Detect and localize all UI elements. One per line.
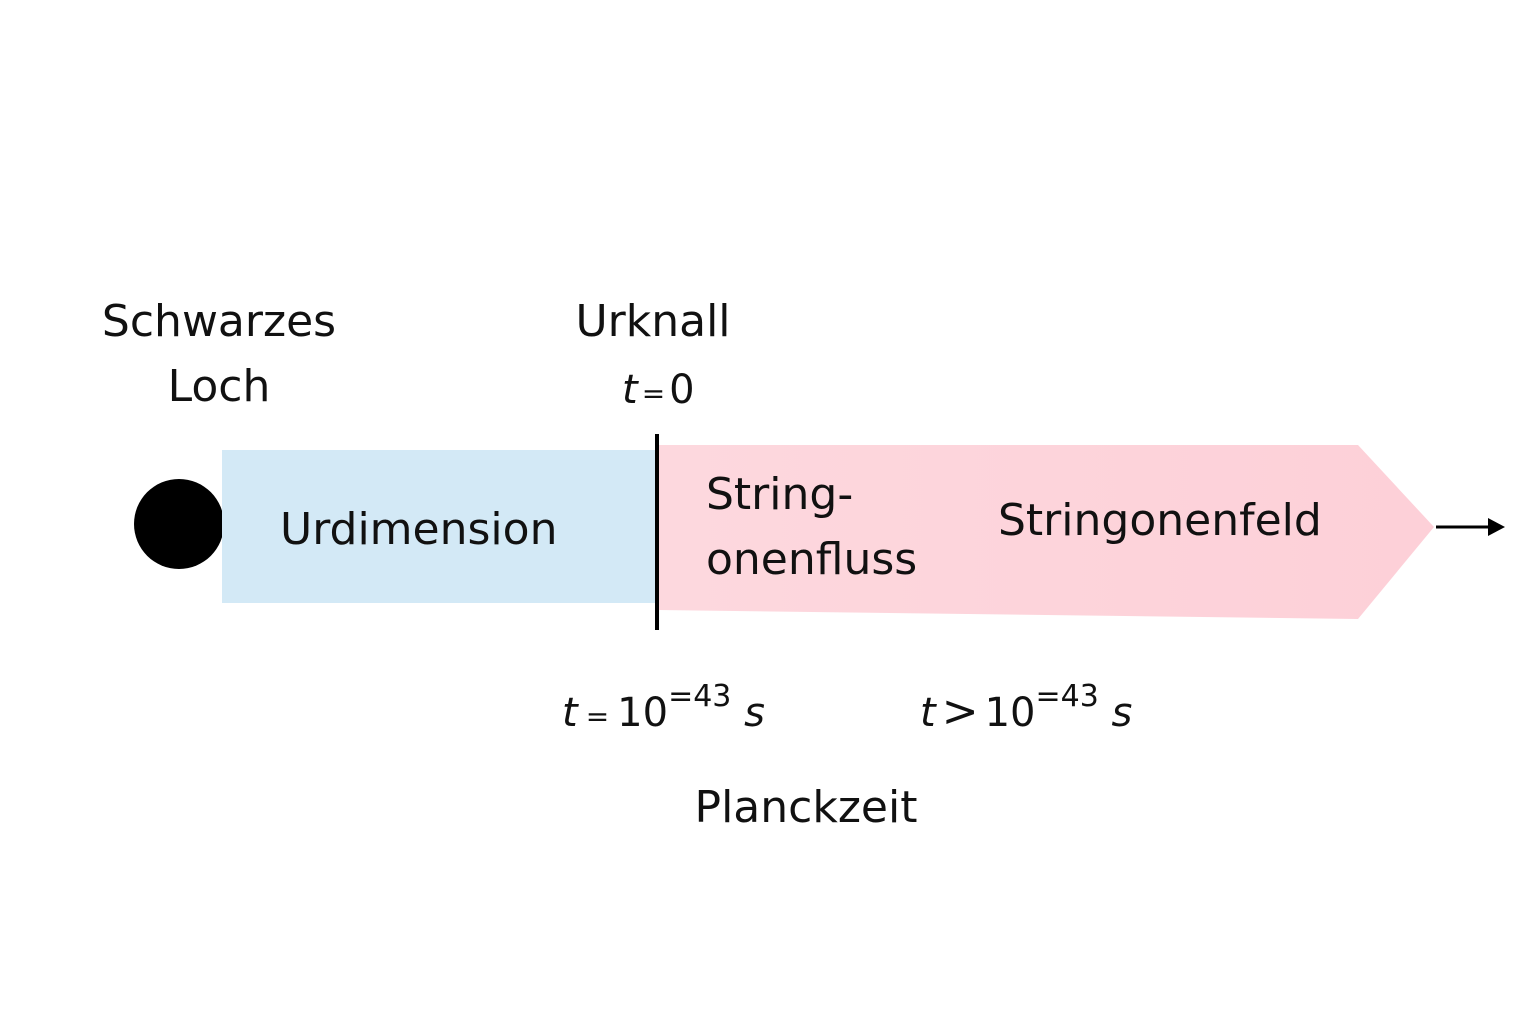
black-hole-label-line1: Schwarzes bbox=[101, 296, 337, 347]
planck-time-equation: t=10=43 s bbox=[562, 679, 765, 736]
planck-eq-op: = bbox=[585, 700, 610, 733]
urdimension-band bbox=[222, 450, 658, 603]
after-eq-exp: =43 bbox=[1035, 679, 1099, 714]
stringon-flux-label-line1: String- bbox=[706, 469, 854, 520]
after-eq-var: t bbox=[920, 690, 936, 736]
stringon-flux-label-line2: onenfluss bbox=[706, 534, 918, 585]
stringon-arrow-band bbox=[658, 445, 1434, 619]
after-planck-inequality: t>10=43 s bbox=[920, 682, 1132, 734]
big-bang-label: Urknall bbox=[575, 296, 731, 347]
t-zero-value: 0 bbox=[669, 367, 695, 413]
planck-time-label: Planckzeit bbox=[694, 782, 918, 833]
after-eq-unit: s bbox=[1111, 690, 1133, 736]
planck-eq-var: t bbox=[562, 690, 578, 736]
t-zero-op: = bbox=[641, 377, 666, 410]
planck-eq-base: 10 bbox=[617, 690, 669, 736]
black-hole-dot bbox=[134, 479, 224, 569]
after-eq-op: > bbox=[941, 686, 979, 737]
t-zero-label: t=0 bbox=[622, 370, 695, 410]
continuation-arrow-head bbox=[1488, 518, 1505, 536]
black-hole-label-line2: Loch bbox=[167, 361, 271, 412]
stringon-field-label: Stringonenfeld bbox=[998, 495, 1322, 546]
urdimension-label: Urdimension bbox=[280, 504, 558, 555]
planck-eq-unit: s bbox=[744, 690, 765, 736]
planck-eq-exp: =43 bbox=[668, 679, 732, 714]
t-zero-var: t bbox=[622, 367, 638, 413]
after-eq-base: 10 bbox=[984, 690, 1036, 736]
